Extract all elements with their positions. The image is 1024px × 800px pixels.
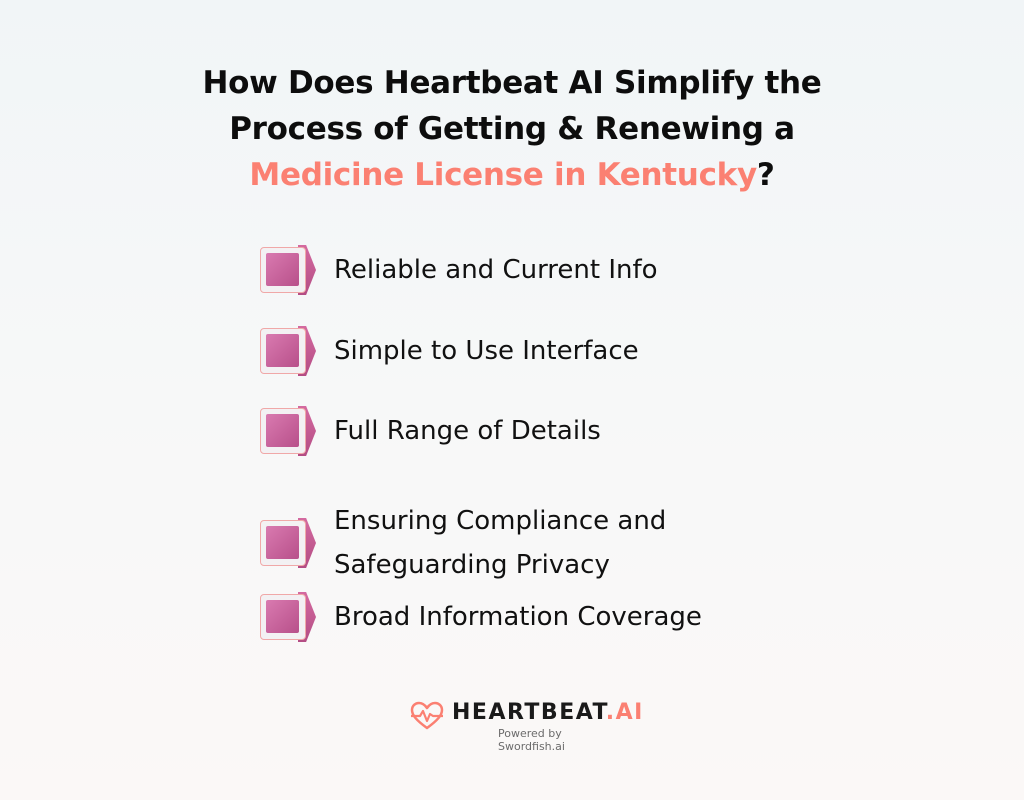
title-line-3: Medicine License in Kentucky? [0,152,1024,198]
bullet-tab-icon [258,404,316,458]
item-label: Simple to Use Interface [334,336,639,366]
title-accent: Medicine License in Kentucky [249,157,757,193]
title-line-1: How Does Heartbeat AI Simplify the [202,65,822,101]
item-label: Broad Information Coverage [334,602,702,632]
page-title: How Does Heartbeat AI Simplify the Proce… [0,60,1024,198]
brand-main: HEARTBEAT [452,700,606,725]
list-item: Ensuring Compliance and Safeguarding Pri… [258,499,666,587]
heart-pulse-icon [410,701,444,730]
brand-name: HEARTBEAT.AI [452,700,644,725]
title-line-2: Process of Getting & Renewing a [229,111,795,147]
item-label: Reliable and Current Info [334,255,658,285]
item-label-line-1: Ensuring Compliance and [334,506,667,536]
bullet-tab-icon [258,516,316,570]
tagline: Powered by Swordfish.ai [498,727,565,753]
list-item: Simple to Use Interface [258,324,639,378]
item-label: Full Range of Details [334,416,601,446]
heartbeat-logo: HEARTBEAT.AI Powered by Swordfish.ai [410,698,642,753]
bullet-tab-icon [258,243,316,297]
list-item: Full Range of Details [258,404,601,458]
bullet-tab-icon [258,590,316,644]
brand-suffix: .AI [605,700,644,725]
item-label-line-2: Safeguarding Privacy [334,550,610,580]
item-label: Ensuring Compliance and Safeguarding Pri… [334,499,666,587]
list-item: Reliable and Current Info [258,243,658,297]
bullet-tab-icon [258,324,316,378]
list-item: Broad Information Coverage [258,590,702,644]
title-suffix: ? [756,157,775,193]
